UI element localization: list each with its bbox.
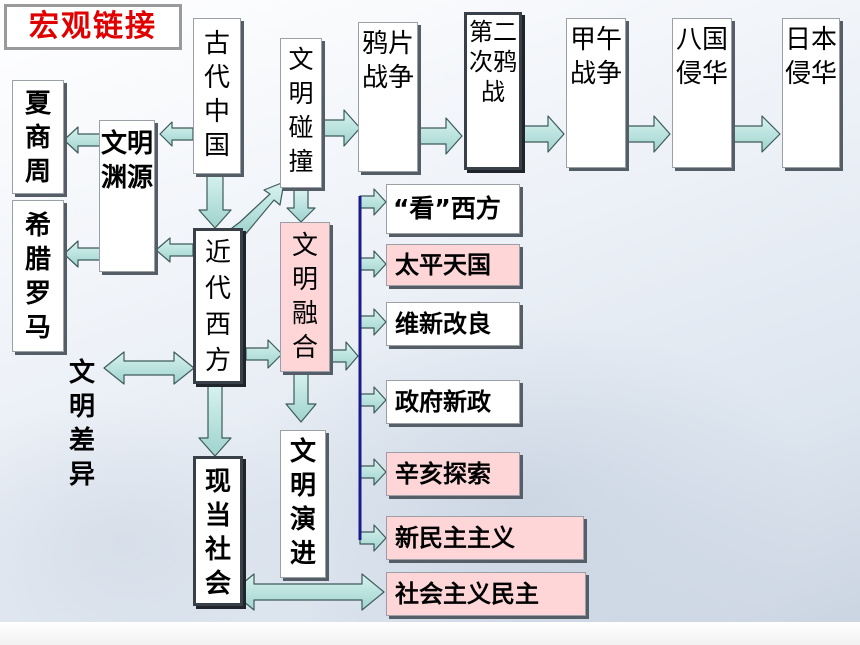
arrow-right-dierci-jiawu [523, 115, 565, 153]
node-label: 八国侵华 [675, 25, 728, 89]
node-xiandang-shehui: 现当社会 [193, 456, 243, 606]
node-shehui-zhuyi-minzhu: 社会主义民主 [386, 572, 586, 616]
node-wenming-yanjin: 文明演进 [280, 430, 326, 578]
node-label: 政府新政 [395, 388, 491, 416]
node-label: 文明渊源 [100, 129, 153, 193]
node-label: 甲午战争 [569, 25, 622, 89]
node-label: 新民主主义 [395, 524, 515, 552]
arrow-left-yuanyuan-xsz [63, 126, 101, 154]
node-label: 日本侵华 [784, 25, 837, 89]
node-label: 维新改良 [395, 310, 491, 338]
arrow-left-gudai-yuanyuan [159, 121, 194, 147]
node-label: 文明演进 [289, 437, 316, 569]
arrow-down-ronghe-yanjin [285, 371, 317, 423]
node-xin-minzhu-zhuyi: 新民主主义 [386, 516, 584, 560]
node-label: “看”西方 [393, 194, 501, 223]
arrow-right-yapian-dierci [417, 117, 463, 155]
node-taiping-tianguo: 太平天国 [386, 244, 520, 286]
node-label: 古代中国 [203, 29, 230, 161]
arrow-double-chayi-jindai [103, 351, 195, 385]
arrow-bracket-taiping [359, 250, 387, 278]
arrow-double-xiandang-shehui [231, 573, 385, 611]
node-yapian-zhanzheng: 鸦片战争 [358, 22, 418, 172]
node-xinhai-tansuo: 辛亥探索 [386, 452, 520, 496]
node-wenming-ronghe: 文明融合 [280, 222, 330, 372]
node-label: 现当社会 [204, 467, 231, 599]
arrow-bracket-xinminzhu [359, 524, 387, 552]
arrow-right-pengzhuang-yapian [321, 109, 361, 147]
arrow-bracket-kan [359, 188, 387, 216]
node-label: 文明差异 [68, 358, 95, 490]
node-gudai-zhongguo: 古代中国 [193, 18, 241, 174]
arrow-left-jindai-yuanyuan [155, 237, 194, 263]
node-label: 近代西方 [204, 238, 231, 376]
arrow-down-pengzhuang-ronghe [286, 189, 316, 223]
node-label: 文明融合 [291, 231, 318, 363]
node-xila-luoma: 希腊罗马 [12, 200, 64, 352]
arrow-right-ronghe-bracket [329, 341, 359, 371]
node-label: 社会主义民主 [395, 580, 539, 608]
arrow-left-yuanyuan-xlm [63, 240, 101, 268]
node-baguo-qinhua: 八国侵华 [672, 18, 732, 168]
arrow-bracket-weixin [359, 308, 387, 336]
node-label: 第二次鸦战 [469, 18, 517, 106]
node-label: 希腊罗马 [24, 211, 51, 343]
node-dier-ci-yazhan: 第二次鸦战 [464, 12, 522, 170]
bottom-strip [0, 622, 860, 645]
node-wenming-yuanyuan: 文明渊源 [99, 120, 155, 272]
arrow-down-gudai-jindai [198, 171, 232, 229]
node-xia-shang-zhou: 夏商周 [12, 80, 64, 194]
page-title: 宏观链接 [4, 4, 182, 50]
node-wenming-pengzhuang: 文明碰撞 [280, 38, 322, 188]
node-wenming-chayi: 文明差异 [58, 352, 106, 500]
arrow-bracket-zhengfu [359, 386, 387, 414]
arrow-down-jindai-xiandang [198, 383, 232, 457]
arrow-right-jindai-ronghe [245, 339, 283, 369]
arrow-right-baguo-riben [731, 115, 781, 153]
node-label: 鸦片战争 [361, 29, 414, 93]
node-label: 夏商周 [24, 89, 51, 187]
node-label: 文明碰撞 [288, 45, 314, 176]
node-label: 太平天国 [395, 251, 491, 279]
node-jiawu-zhanzheng: 甲午战争 [566, 18, 626, 168]
node-kan-xifang: “看”西方 [386, 184, 520, 234]
node-label: 辛亥探索 [395, 460, 491, 488]
node-zhengfu-xinzheng: 政府新政 [386, 380, 520, 424]
arrow-right-jiawu-baguo [625, 115, 671, 153]
node-riben-qinhua: 日本侵华 [782, 18, 840, 168]
node-weixin-gailiang: 维新改良 [386, 302, 520, 346]
node-jindai-xifang: 近代西方 [193, 228, 243, 384]
arrow-bracket-xinhai [359, 458, 387, 486]
